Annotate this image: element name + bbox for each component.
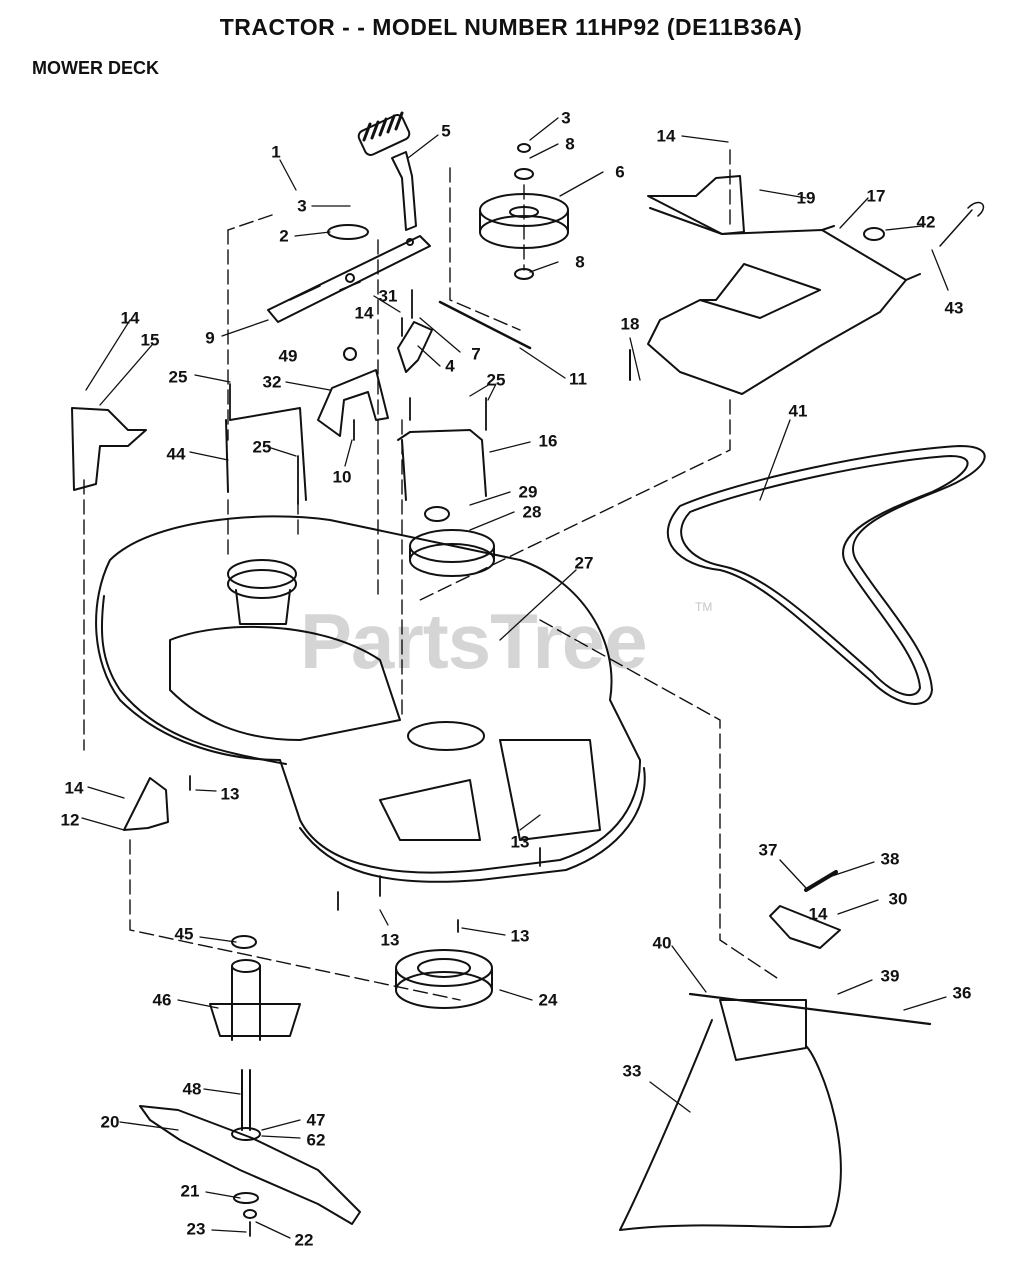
callout-7: 7	[471, 344, 481, 364]
callout-9: 9	[205, 328, 215, 348]
callout-14: 14	[656, 126, 676, 146]
bracket-part	[397, 321, 433, 373]
callout-1: 1	[271, 142, 281, 162]
callout-41: 41	[788, 401, 808, 421]
callout-25: 25	[168, 367, 188, 387]
callout-14: 14	[354, 303, 374, 323]
callout-3: 3	[297, 196, 307, 216]
callout-25: 25	[486, 370, 506, 390]
callout-6: 6	[615, 162, 625, 182]
callout-10: 10	[332, 467, 352, 487]
callout-5: 5	[441, 121, 451, 141]
spring-part	[357, 111, 411, 156]
callout-62: 62	[306, 1130, 326, 1150]
callout-47: 47	[306, 1110, 326, 1130]
deck-spindle	[227, 559, 297, 625]
callout-28: 28	[522, 502, 542, 522]
callout-4: 4	[445, 356, 455, 376]
callout-48: 48	[182, 1079, 202, 1099]
callout-45: 45	[174, 924, 194, 944]
spacer-ring	[395, 949, 493, 1009]
v-belt	[666, 445, 986, 705]
callout-49: 49	[278, 346, 298, 366]
mower-deck-shell	[95, 515, 646, 883]
blade-shaft	[241, 1069, 251, 1131]
callout-14: 14	[808, 904, 828, 924]
rod-part	[438, 300, 532, 350]
callout-38: 38	[880, 849, 900, 869]
callout-15: 15	[140, 330, 160, 350]
leader-lines	[81, 117, 949, 1239]
callout-17: 17	[866, 186, 886, 206]
callout-2: 2	[279, 226, 289, 246]
arm-part	[391, 151, 417, 231]
mount-bracket	[317, 369, 389, 437]
callout-20: 20	[100, 1112, 120, 1132]
callout-30: 30	[888, 889, 908, 909]
diagram-title: TRACTOR - - MODEL NUMBER 11HP92 (DE11B36…	[219, 14, 803, 40]
hanger-part-16	[397, 429, 487, 501]
callout-46: 46	[152, 990, 172, 1010]
mower-blade	[139, 1105, 361, 1225]
callout-8: 8	[575, 252, 585, 272]
washer-part	[327, 224, 369, 240]
callout-37: 37	[758, 840, 778, 860]
discharge-chute	[719, 999, 807, 1061]
clip-pin	[939, 201, 985, 247]
callout-18: 18	[620, 314, 640, 334]
section-subtitle: MOWER DECK	[32, 58, 159, 78]
side-bracket	[71, 407, 147, 491]
chute-bracket	[769, 905, 841, 949]
bolts	[189, 289, 541, 1237]
bracket-12	[123, 777, 169, 831]
spring-37	[804, 870, 838, 892]
callout-42: 42	[916, 212, 936, 232]
callout-44: 44	[166, 444, 186, 464]
callout-13: 13	[510, 926, 530, 946]
hanger-part	[225, 407, 307, 501]
pulley-part	[479, 193, 569, 249]
callout-14: 14	[64, 778, 84, 798]
callout-23: 23	[186, 1219, 206, 1239]
callout-11: 11	[569, 369, 587, 389]
bracket-19	[647, 175, 745, 235]
callout-39: 39	[880, 966, 900, 986]
callout-21: 21	[180, 1181, 200, 1201]
watermark: PartsTree	[300, 597, 648, 685]
callout-12: 12	[60, 810, 80, 830]
callout-32: 32	[262, 372, 282, 392]
callout-8: 8	[565, 134, 575, 154]
callout-13: 13	[380, 930, 400, 950]
lift-frame	[647, 207, 907, 395]
lift-link	[267, 235, 431, 323]
callout-3: 3	[561, 108, 571, 128]
callout-43: 43	[944, 298, 964, 318]
callout-14: 14	[120, 308, 140, 328]
drive-pulley	[409, 529, 495, 577]
discharge-chute-flap	[619, 1019, 842, 1231]
callout-40: 40	[652, 933, 672, 953]
callout-22: 22	[294, 1230, 314, 1250]
callout-24: 24	[538, 990, 558, 1010]
callout-13: 13	[220, 784, 240, 804]
callout-25: 25	[252, 437, 272, 457]
callout-29: 29	[518, 482, 538, 502]
callout-27: 27	[574, 553, 594, 573]
callout-31: 31	[378, 286, 398, 306]
callout-16: 16	[538, 431, 558, 451]
spindle-housing	[209, 935, 301, 1041]
callout-33: 33	[622, 1061, 642, 1081]
callout-13: 13	[510, 832, 530, 852]
callout-36: 36	[952, 983, 972, 1003]
watermark-trademark: TM	[695, 600, 713, 614]
callout-19: 19	[796, 188, 816, 208]
